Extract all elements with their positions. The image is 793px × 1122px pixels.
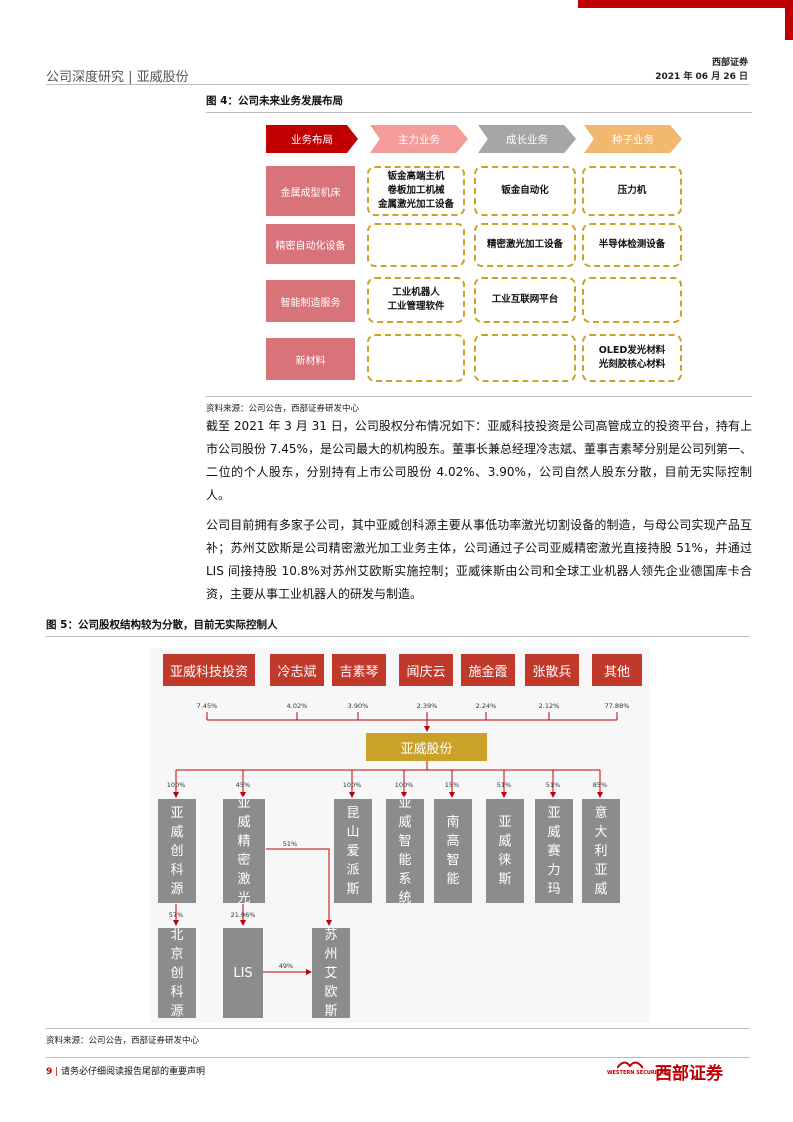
third-level-pct: 57% [168,911,184,919]
figure5-source: 资料来源：公司公告，西部证券研发中心 [46,1036,200,1046]
shareholder-pct: 4.02% [286,702,308,710]
top-accent-bar [578,0,793,8]
jingmi-to-suzhou-pct: 51% [282,840,298,848]
shareholder-pct: 2.24% [475,702,497,710]
subsidiary-name: 亚威智能系统 [398,796,412,906]
paragraph-subsidiaries: 公司目前拥有多家子公司，其中亚威创科源主要从事低功率激光切割设备的制造，与母公司… [206,518,752,601]
column-header-seed: 种子业务 [584,125,682,153]
shareholder-box: 冷志斌 [270,654,324,686]
subsidiary-box: 亚威智能系统 [386,796,424,906]
shareholder-box: 亚威科技投资 [163,654,255,686]
row-label-new-materials: 新材料 [266,338,355,380]
figure5-title: 图 5：公司股权结构较为分散，目前无实际控制人 [46,619,278,631]
subsidiary-box: 意大利亚威 [582,799,620,903]
lis-to-suzhou-pct: 49% [278,962,294,970]
figure5-top-rule [46,636,750,637]
footer-divider [46,1057,750,1058]
third-level-name: 北京创科源 [170,927,184,1019]
cell-r2-growth: 精密激光加工设备 [474,223,576,267]
subsidiary-name: 意大利亚威 [594,805,608,897]
cell-r1-primary: 钣金高端主机 卷板加工机械 金属激光加工设备 [367,166,465,216]
figure4-bottom-rule [206,396,752,397]
subsidiary-pct: 15% [444,781,460,789]
figure5-bottom-rule [46,1028,750,1029]
subsidiary-pct: 85% [592,781,608,789]
shareholder-pct: 2.39% [416,702,438,710]
logo-english: WESTERN SECURITIES [607,1070,669,1076]
subsidiary-box: 亚威精密激光 [223,796,265,906]
subsidiary-box: 昆山爱派斯 [334,799,372,903]
cell-r1-growth: 钣金自动化 [474,166,576,216]
top-accent-bar-vertical [785,0,793,40]
cell-r4-primary [367,334,465,382]
figure4-source: 资料来源：公司公告，西部证券研发中心 [206,404,360,414]
cell-r4-seed: OLED发光材料 光刻胶核心材料 [582,334,682,382]
subsidiary-box: 亚威赛力玛 [535,799,573,903]
subsidiary-pct: 100% [394,781,414,789]
row-label-smart-manufacturing: 智能制造服务 [266,280,355,322]
shareholder-pct: 7.45% [196,702,218,710]
subsidiary-name: 亚威赛力玛 [547,805,561,897]
subsidiary-name: 亚威徕斯 [498,815,512,887]
cell-r3-growth: 工业互联网平台 [474,277,576,323]
third-level-box: 北京创科源 [158,927,196,1019]
cell-r1-seed: 压力机 [582,166,682,216]
third-level-name: LIS [233,965,253,981]
cell-r3-primary: 工业机器人 工业管理软件 [367,277,465,323]
shareholder-box: 其他 [592,654,642,686]
shareholder-pct: 2.12% [538,702,560,710]
third-level-name: 苏州艾欧斯 [324,927,338,1019]
row-label-metal-forming: 金属成型机床 [266,166,355,216]
subsidiary-box: 亚威创科源 [158,799,196,903]
header-brand: 西部证券 [711,58,748,68]
shareholder-pct: 77.88% [604,702,630,710]
shareholder-box: 施金霞 [461,654,515,686]
shareholder-box: 闻庆云 [399,654,453,686]
shareholder-box: 张散兵 [525,654,579,686]
third-level-box: LIS [223,928,263,1018]
company-logo-icon [617,1061,643,1069]
third-level-box: 苏州艾欧斯 [312,927,350,1019]
cell-r3-seed [582,277,682,323]
footer-text: 9 | 请务必仔细阅读报告尾部的重要声明 [46,1064,205,1077]
subsidiary-name: 亚威创科源 [170,805,184,897]
figure4-title: 图 4：公司未来业务发展布局 [206,95,343,107]
row-label-precision-automation: 精密自动化设备 [266,224,355,264]
paragraph-shareholding: 截至 2021 年 3 月 31 日，公司股权分布情况如下：亚威科技投资是公司高… [206,419,752,502]
subsidiary-name: 昆山爱派斯 [346,805,360,897]
logo-chinese: 西部证券 [655,1064,723,1084]
subsidiary-name: 南高智能 [446,815,460,887]
subsidiary-name: 亚威精密激光 [237,796,251,906]
subsidiary-pct: 100% [342,781,362,789]
figure4-top-rule [206,112,752,113]
column-header-layout: 业务布局 [266,125,358,153]
subsidiary-box: 南高智能 [434,799,472,903]
page-number: 9 [46,1067,53,1077]
cell-r2-primary [367,223,465,267]
third-level-pct: 21.96% [230,911,256,919]
header-date: 2021 年 06 月 26 日 [655,72,748,82]
column-header-growth: 成长业务 [478,125,576,153]
subsidiary-pct: 45% [235,781,251,789]
subsidiary-pct: 100% [166,781,186,789]
subsidiary-pct: 51% [496,781,512,789]
running-header: 公司深度研究 | 亚威股份 [46,70,189,85]
subsidiary-pct: 51% [545,781,561,789]
cell-r2-seed: 半导体检测设备 [582,223,682,267]
shareholder-box: 吉素琴 [332,654,386,686]
company-box: 亚威股份 [366,733,487,761]
footer-note: 请务必仔细阅读报告尾部的重要声明 [61,1067,206,1077]
subsidiary-box: 亚威徕斯 [486,799,524,903]
header-divider [46,84,750,85]
shareholder-pct: 3.90% [347,702,369,710]
cell-r4-growth [474,334,576,382]
footer-separator: | [55,1067,62,1077]
column-header-primary: 主力业务 [370,125,468,153]
